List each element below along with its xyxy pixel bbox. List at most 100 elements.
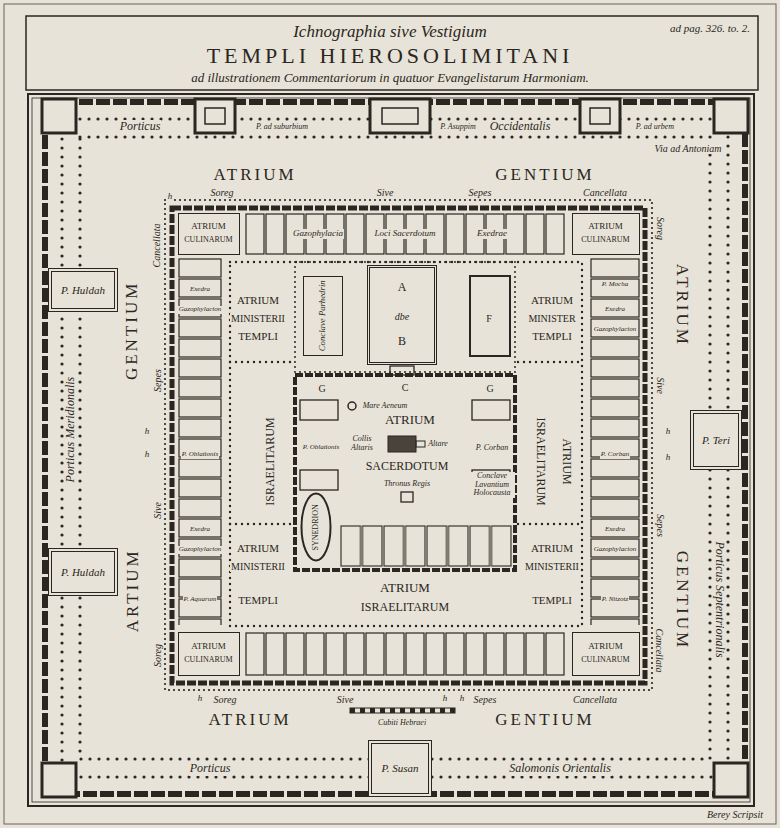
- node-label: Thronus Regis: [383, 480, 431, 489]
- plan-label: Gazophylacion: [593, 326, 637, 334]
- plan-label: Sive: [376, 187, 395, 198]
- plan-label: Exedra: [189, 526, 211, 534]
- node-label: ATRIUM: [587, 222, 624, 232]
- plan-label: ISRAELITARUM: [533, 417, 546, 507]
- node-label: SYNEDRION: [312, 503, 321, 551]
- plan-label: MINISTERII: [230, 561, 286, 572]
- node-label: P. Huldah: [60, 566, 106, 578]
- node-label: ATRIUM: [587, 642, 624, 652]
- plan-label: TEMPLI: [531, 594, 573, 606]
- plan-label: ad pag. 326. to. 2.: [669, 22, 751, 34]
- sanctuary: AdbeB: [367, 265, 437, 365]
- plan-label: G: [317, 383, 326, 394]
- plan-label: ISRAELITARUM: [263, 417, 276, 507]
- title: TEMPLI HIEROSOLIMITANI: [206, 44, 575, 68]
- gate: P. Huldah: [48, 548, 118, 596]
- plan-label: Exedra: [604, 306, 626, 314]
- plan-label: Via ad Antoniam: [654, 143, 723, 154]
- node-label: Altare: [427, 440, 449, 449]
- plan-label: Exedra: [604, 526, 626, 534]
- plan-label: h: [665, 427, 672, 437]
- plan-label: Sepes: [655, 513, 666, 538]
- plan-label: Exedrae: [476, 229, 508, 239]
- plan-label: Exedra: [189, 286, 211, 294]
- plan-label: P. Corban: [475, 444, 509, 453]
- plan-label: ATRIUM: [236, 294, 280, 306]
- plan-label: Gazophylacion: [178, 306, 222, 314]
- plan-label: P. Nitzotz: [601, 596, 629, 604]
- plan-label: MINISTERII: [524, 561, 580, 572]
- plan-label: ATRIUM: [207, 711, 292, 730]
- plan-label: Loci Sacerdotum: [374, 229, 437, 239]
- plan-label: ATRIUM: [212, 166, 297, 185]
- plan-label: Soreg: [655, 216, 666, 241]
- plan-label: Berey Scripsit: [706, 809, 764, 820]
- plan-label: Sepes: [468, 187, 493, 198]
- plan-label: P. ad suburbium: [255, 123, 309, 132]
- plan-label: Cancellata: [582, 187, 628, 198]
- node-label: Collis Altaris: [346, 435, 378, 453]
- plan-label: Cancellata: [654, 627, 665, 673]
- node-label: Conclave Parhedrin: [318, 279, 328, 352]
- plan-label: TEMPLI: [237, 594, 279, 606]
- node-label: ATRIUM: [190, 642, 227, 652]
- plan-label: C: [401, 382, 410, 393]
- court-of-priests: ATRIUM Mare AeneumCollis Altaris AltareSAC…: [345, 395, 470, 520]
- plan-label: Gazophylacion: [593, 546, 637, 554]
- kitchen-court: ATRIUM CULINARUM: [178, 632, 240, 676]
- plan-label: Soreg: [213, 694, 238, 705]
- plan-label: GENTIUM: [124, 279, 143, 380]
- node-label: A: [397, 281, 408, 294]
- plan-label: h: [144, 450, 151, 460]
- plan-label: P. Oblationis: [302, 444, 340, 452]
- plan-label: ARTIUM: [124, 547, 143, 633]
- plan-label: GENTIUM: [673, 549, 692, 650]
- plan-label: Sive: [655, 376, 666, 395]
- gate: P. Huldah: [48, 268, 118, 312]
- plan-label: h: [442, 694, 449, 704]
- node-label: Porticus Septentrionalis: [712, 541, 725, 659]
- plan-label: G: [485, 383, 494, 394]
- plan-label: h: [167, 192, 174, 202]
- plan-label: Cancellata: [572, 694, 618, 705]
- node-label: P. Teri: [701, 434, 731, 446]
- plan-label: P. Asuppim: [439, 123, 477, 132]
- node-label: Salomonis Orientalis: [508, 762, 612, 775]
- plan-label: P. Mocha: [601, 281, 629, 289]
- plan-label: GENTIUM: [494, 711, 595, 730]
- plan-label: Cancellata: [151, 222, 162, 268]
- plan-label: MINISTERII: [230, 313, 286, 324]
- outer-court: PorticusOccidentalisPorticus Meridionali…: [45, 102, 745, 794]
- node-label: SACERDOTUM: [365, 460, 450, 473]
- node-label: ATRIUM: [384, 413, 436, 427]
- node-label: CULINARUM: [580, 236, 630, 245]
- node-label: B: [397, 335, 407, 348]
- plan-label: P. Aquarum: [183, 596, 218, 604]
- plan-label: Soreg: [152, 643, 163, 668]
- plan-label: Gazophylacia: [292, 229, 344, 239]
- plan-label: ATRIUM: [559, 438, 572, 486]
- node-label: Mare Aeneum: [362, 402, 409, 411]
- node-label: P. Huldah: [60, 284, 106, 296]
- plan-label: ATRIUM: [236, 542, 280, 554]
- plan-label: Sepes: [152, 368, 163, 393]
- node-label: CULINARUM: [580, 656, 630, 665]
- plan-label: Sive: [336, 694, 355, 705]
- kitchen-court: ATRIUM CULINARUM: [572, 632, 640, 676]
- gate: P. Teri: [690, 410, 742, 470]
- plan-label: F: [485, 313, 493, 324]
- plan-label: P. Oblationis: [181, 451, 219, 459]
- plan-label: ATRIUM: [673, 262, 692, 347]
- node-label: dbe: [394, 311, 410, 322]
- plan-label: Sepes: [473, 694, 498, 705]
- plan-label: TEMPLI: [531, 330, 573, 342]
- plan-label: Sive: [152, 501, 163, 520]
- plan-label: h: [459, 694, 466, 704]
- node-label: CULINARUM: [183, 656, 233, 665]
- node-label: P. Susan: [380, 762, 419, 774]
- plan-label: P. ad urbem: [635, 123, 675, 132]
- plan-label: ad illustrationem Commentariorum in quat…: [190, 71, 590, 85]
- plan-label: P. Corban: [600, 451, 630, 459]
- synedrion-hall: SYNEDRION: [300, 492, 332, 562]
